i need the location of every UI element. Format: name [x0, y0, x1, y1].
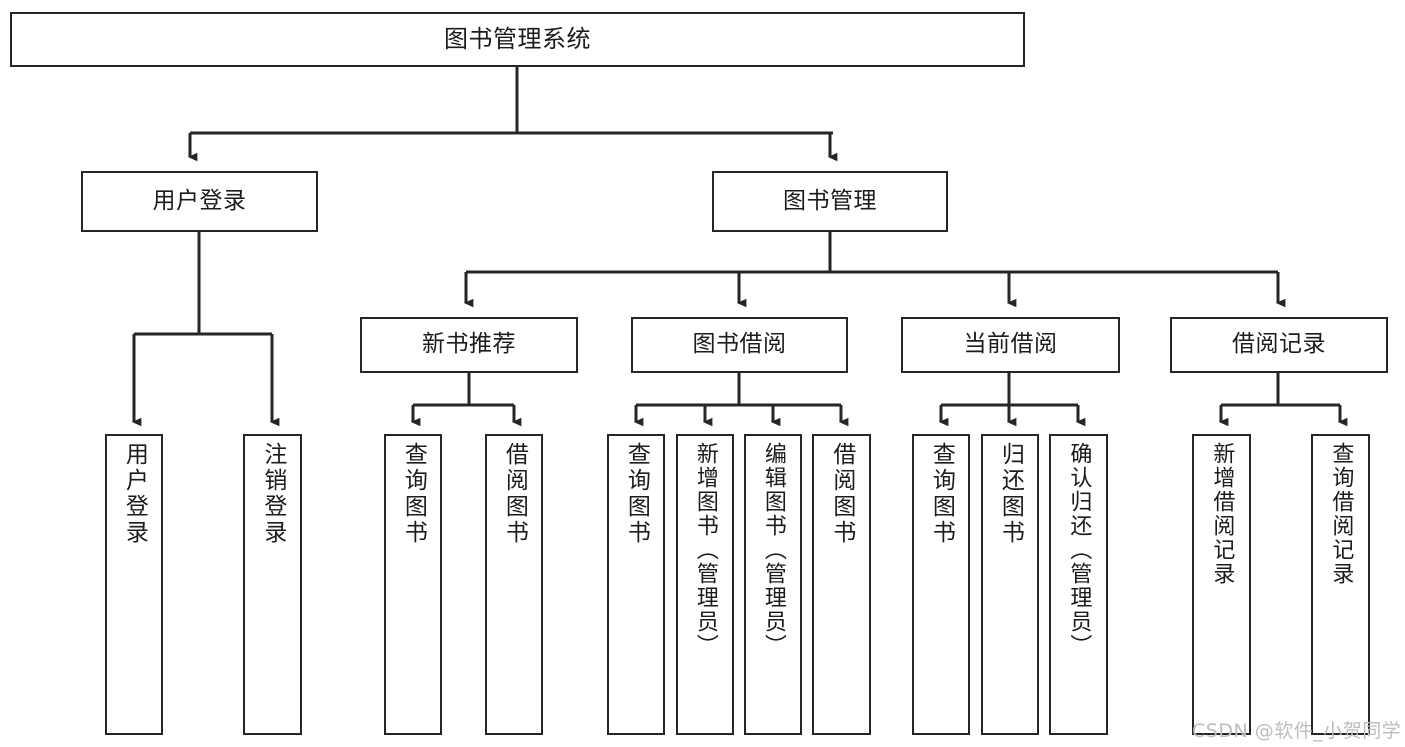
node-label: 图书管理 [783, 187, 877, 214]
node-label: 查询图书 [400, 442, 427, 546]
node-book-management[interactable]: 图书管理 [712, 171, 948, 232]
node-label: 查询图书 [623, 442, 650, 546]
node-label: 确认归还（管理员） [1066, 442, 1092, 658]
leaf-book-borrow-add-book-admin[interactable]: 新增图书（管理员） [676, 434, 734, 735]
node-current-borrow[interactable]: 当前借阅 [901, 317, 1120, 373]
node-label: 用户登录 [121, 442, 148, 546]
node-root-book-management-system[interactable]: 图书管理系统 [10, 12, 1025, 67]
node-label: 编辑图书（管理员） [760, 442, 786, 658]
node-borrow-record[interactable]: 借阅记录 [1170, 317, 1388, 373]
leaf-user-login-do-login[interactable]: 用户登录 [105, 434, 163, 735]
leaf-new-book-query-book[interactable]: 查询图书 [384, 434, 442, 735]
leaf-new-book-borrow-book[interactable]: 借阅图书 [485, 434, 543, 735]
node-label: 归还图书 [997, 442, 1024, 546]
node-label: 图书借阅 [692, 331, 787, 358]
node-book-borrow[interactable]: 图书借阅 [631, 317, 848, 373]
node-label: 借阅图书 [501, 442, 528, 546]
node-label: 查询借阅记录 [1328, 442, 1354, 586]
leaf-current-borrow-return-book[interactable]: 归还图书 [981, 434, 1039, 735]
node-label: 新书推荐 [422, 331, 516, 358]
leaf-borrow-record-query-record[interactable]: 查询借阅记录 [1311, 434, 1370, 735]
node-label: 查询图书 [928, 442, 955, 546]
node-label: 用户登录 [152, 187, 247, 214]
leaf-current-borrow-confirm-return-admin[interactable]: 确认归还（管理员） [1049, 434, 1108, 735]
node-new-book-recommend[interactable]: 新书推荐 [360, 317, 578, 373]
node-label: 图书管理系统 [444, 25, 591, 54]
csdn-watermark: CSDN @软件_小贺同学 [1192, 720, 1402, 742]
leaf-current-borrow-query-book[interactable]: 查询图书 [912, 434, 970, 735]
leaf-user-login-logout[interactable]: 注销登录 [243, 434, 302, 735]
leaf-book-borrow-query-book[interactable]: 查询图书 [607, 434, 665, 735]
leaf-borrow-record-add-record[interactable]: 新增借阅记录 [1192, 434, 1251, 735]
leaf-book-borrow-borrow-book[interactable]: 借阅图书 [812, 434, 871, 735]
leaf-book-borrow-edit-book-admin[interactable]: 编辑图书（管理员） [744, 434, 802, 735]
node-label: 新增借阅记录 [1209, 442, 1235, 586]
node-label: 注销登录 [259, 442, 286, 546]
node-label: 借阅记录 [1232, 331, 1326, 358]
node-label: 新增图书（管理员） [692, 442, 718, 658]
node-label: 借阅图书 [828, 442, 855, 546]
node-label: 当前借阅 [963, 331, 1058, 358]
node-user-login[interactable]: 用户登录 [81, 171, 318, 232]
